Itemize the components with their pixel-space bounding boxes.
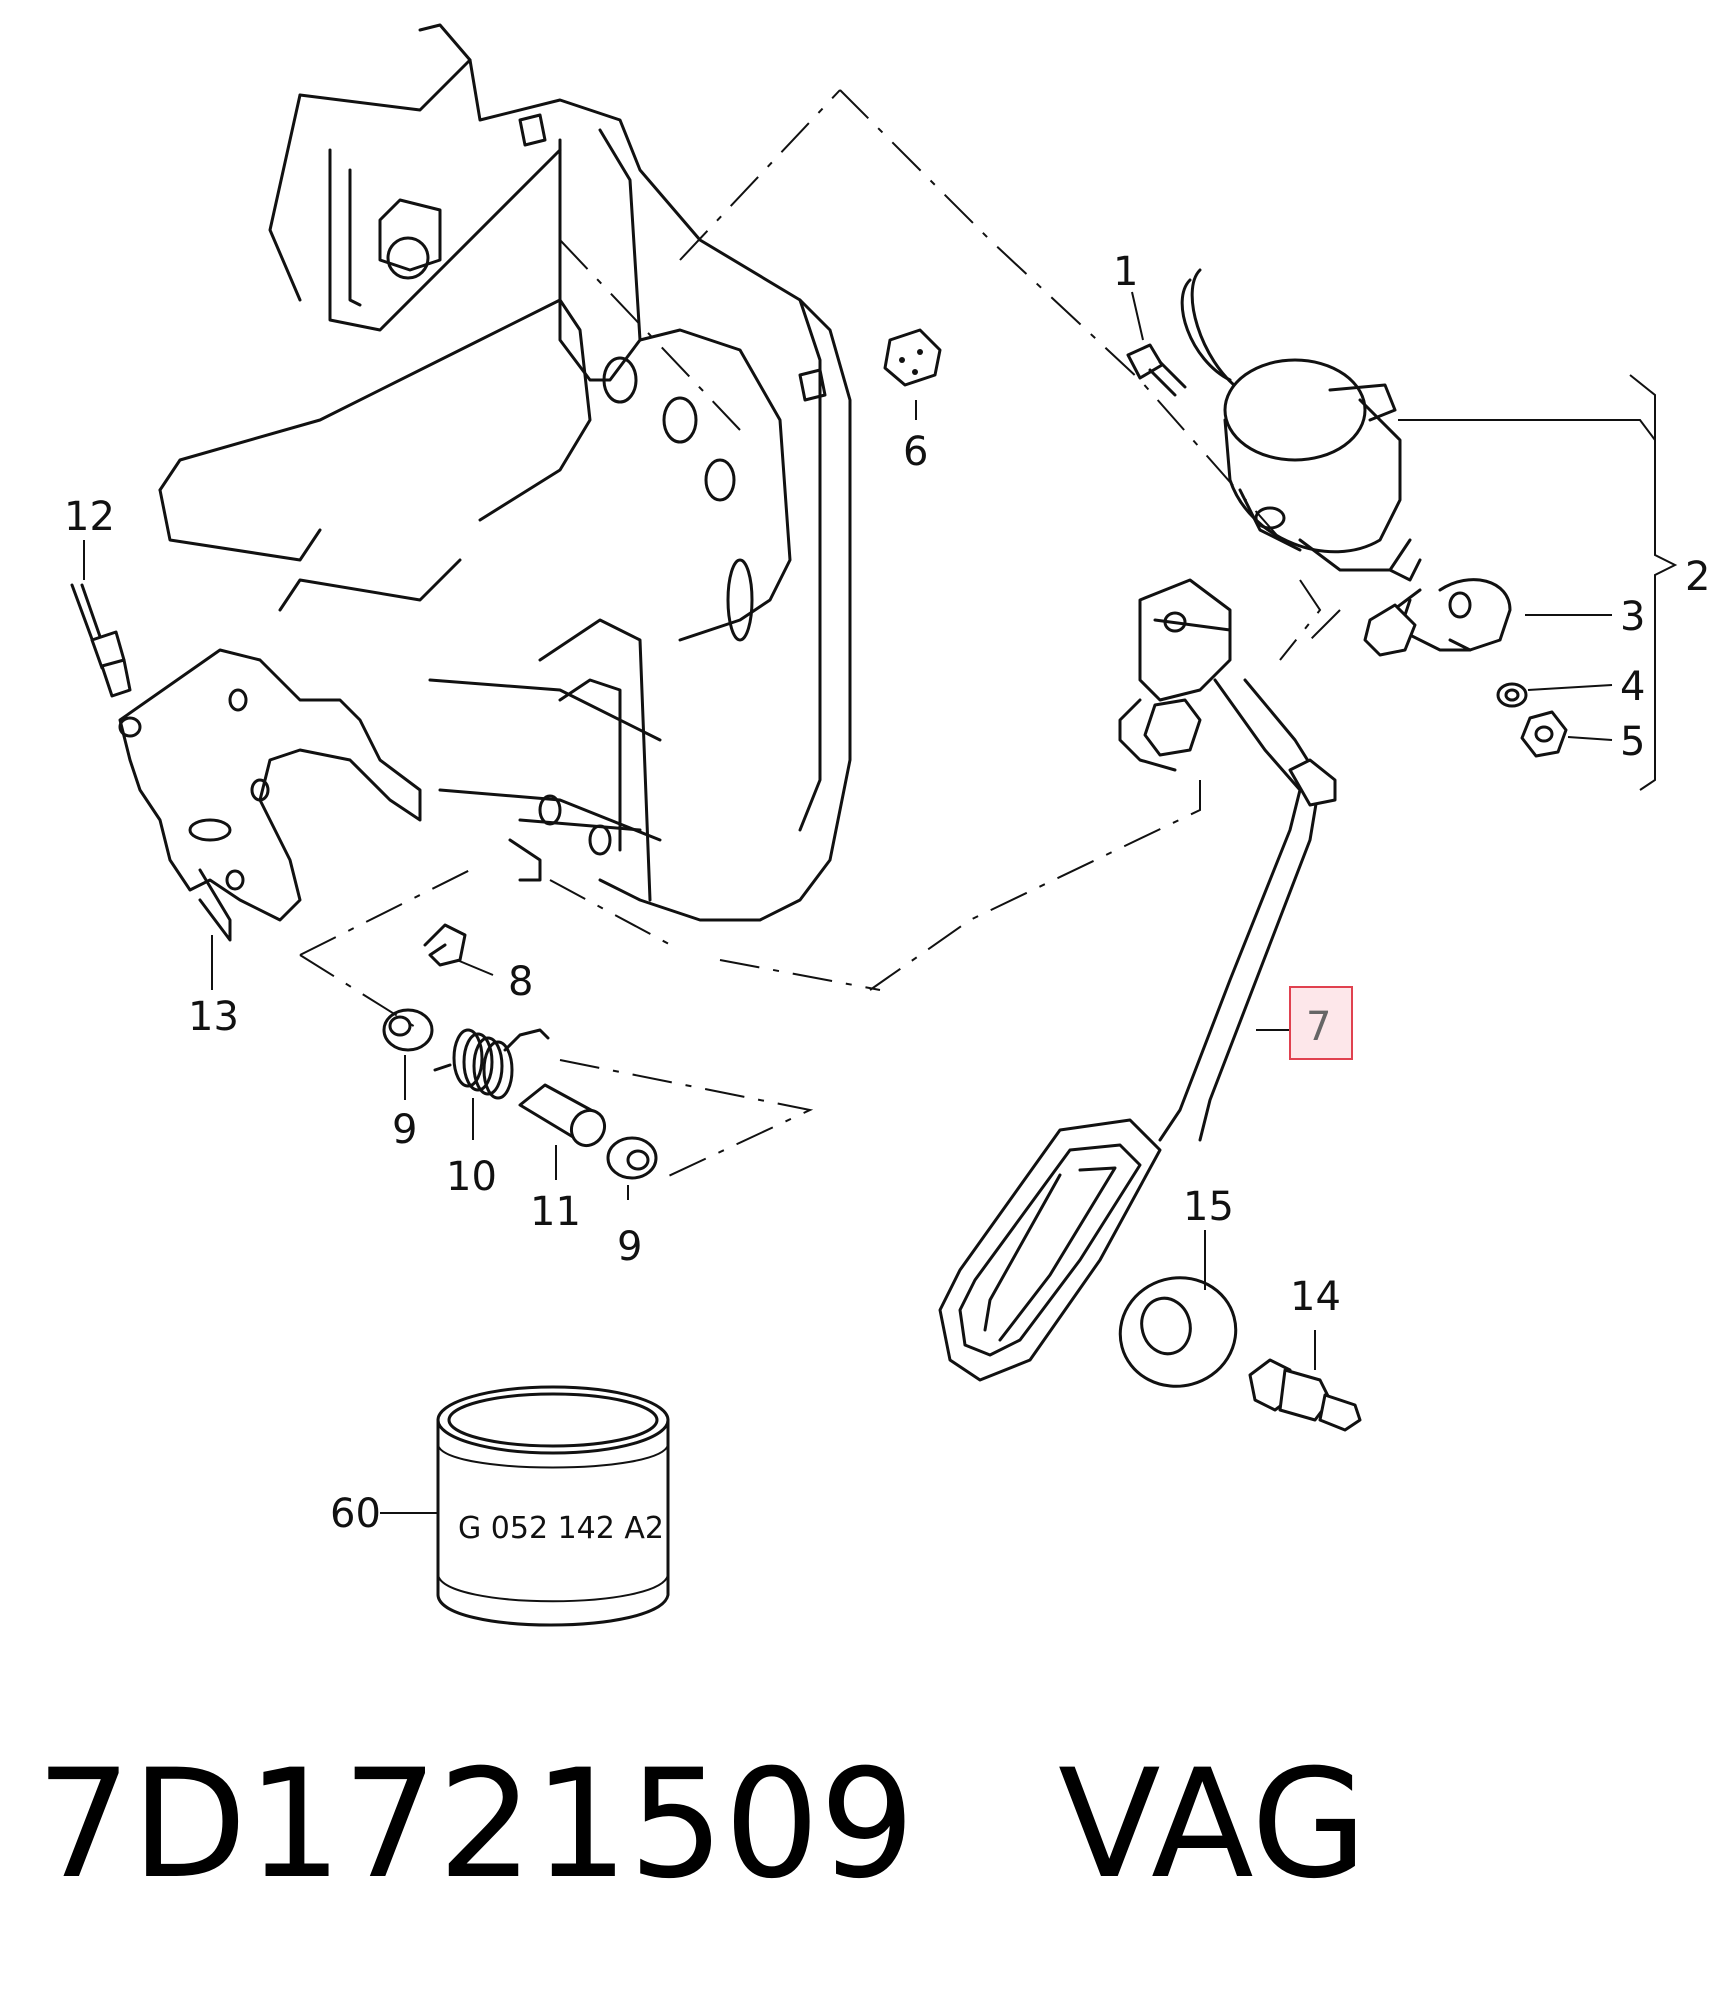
large-washer: [1118, 1276, 1238, 1388]
assembly-bracket: [1398, 374, 1678, 791]
brand-name: VAG: [1058, 1738, 1368, 1912]
callout-10[interactable]: 10: [446, 1154, 497, 1200]
leader-lines: [83, 291, 1613, 1514]
callout-3[interactable]: 3: [1620, 594, 1645, 640]
caption-separator: [915, 1738, 1058, 1912]
callout-13[interactable]: 13: [188, 994, 239, 1040]
callout-4[interactable]: 4: [1620, 664, 1645, 710]
callout-labels: 1 2 3 4 5 6 8 9 10 11 9 12 13 14 15 60 7: [64, 249, 1710, 1537]
callout-2[interactable]: 2: [1685, 554, 1710, 600]
grease-container: G 052 142 A2: [436, 1385, 670, 1627]
callout-8[interactable]: 8: [508, 959, 533, 1005]
bolt: [1126, 343, 1187, 397]
callout-1[interactable]: 1: [1113, 249, 1138, 295]
highlight-box: [1289, 986, 1353, 1060]
callout-9-left[interactable]: 9: [392, 1107, 417, 1153]
pedal: [938, 578, 1337, 1382]
pedal-bracket: [158, 23, 852, 922]
callout-9-right[interactable]: 9: [617, 1224, 642, 1270]
callout-11[interactable]: 11: [530, 1189, 581, 1235]
callout-14[interactable]: 14: [1290, 1274, 1341, 1320]
stop-bolt: [1248, 1358, 1362, 1432]
pin: [70, 583, 132, 698]
bracket-plate: [118, 648, 422, 942]
callout-12[interactable]: 12: [64, 494, 115, 540]
callout-7[interactable]: 7: [1306, 1004, 1331, 1050]
caption: 7D1721509 VAG: [36, 1750, 1367, 1900]
callout-6[interactable]: 6: [903, 429, 928, 475]
clip: [883, 328, 942, 387]
callout-60[interactable]: 60: [330, 1491, 381, 1537]
master-cylinder: [1180, 268, 1422, 582]
bushing-left: [382, 1008, 434, 1052]
callout-15[interactable]: 15: [1183, 1184, 1234, 1230]
spring-clip: [423, 923, 467, 967]
reference-lines: [299, 89, 1341, 1181]
sleeve: [518, 1083, 607, 1148]
nut: [1520, 710, 1568, 758]
clevis: [1363, 578, 1512, 657]
bushing-right: [606, 1136, 658, 1180]
part-number: 7D1721509: [36, 1738, 915, 1912]
return-spring: [433, 1028, 550, 1100]
washer: [1496, 682, 1528, 708]
container-marking: G 052 142 A2: [458, 1511, 664, 1546]
callout-5[interactable]: 5: [1620, 719, 1645, 765]
